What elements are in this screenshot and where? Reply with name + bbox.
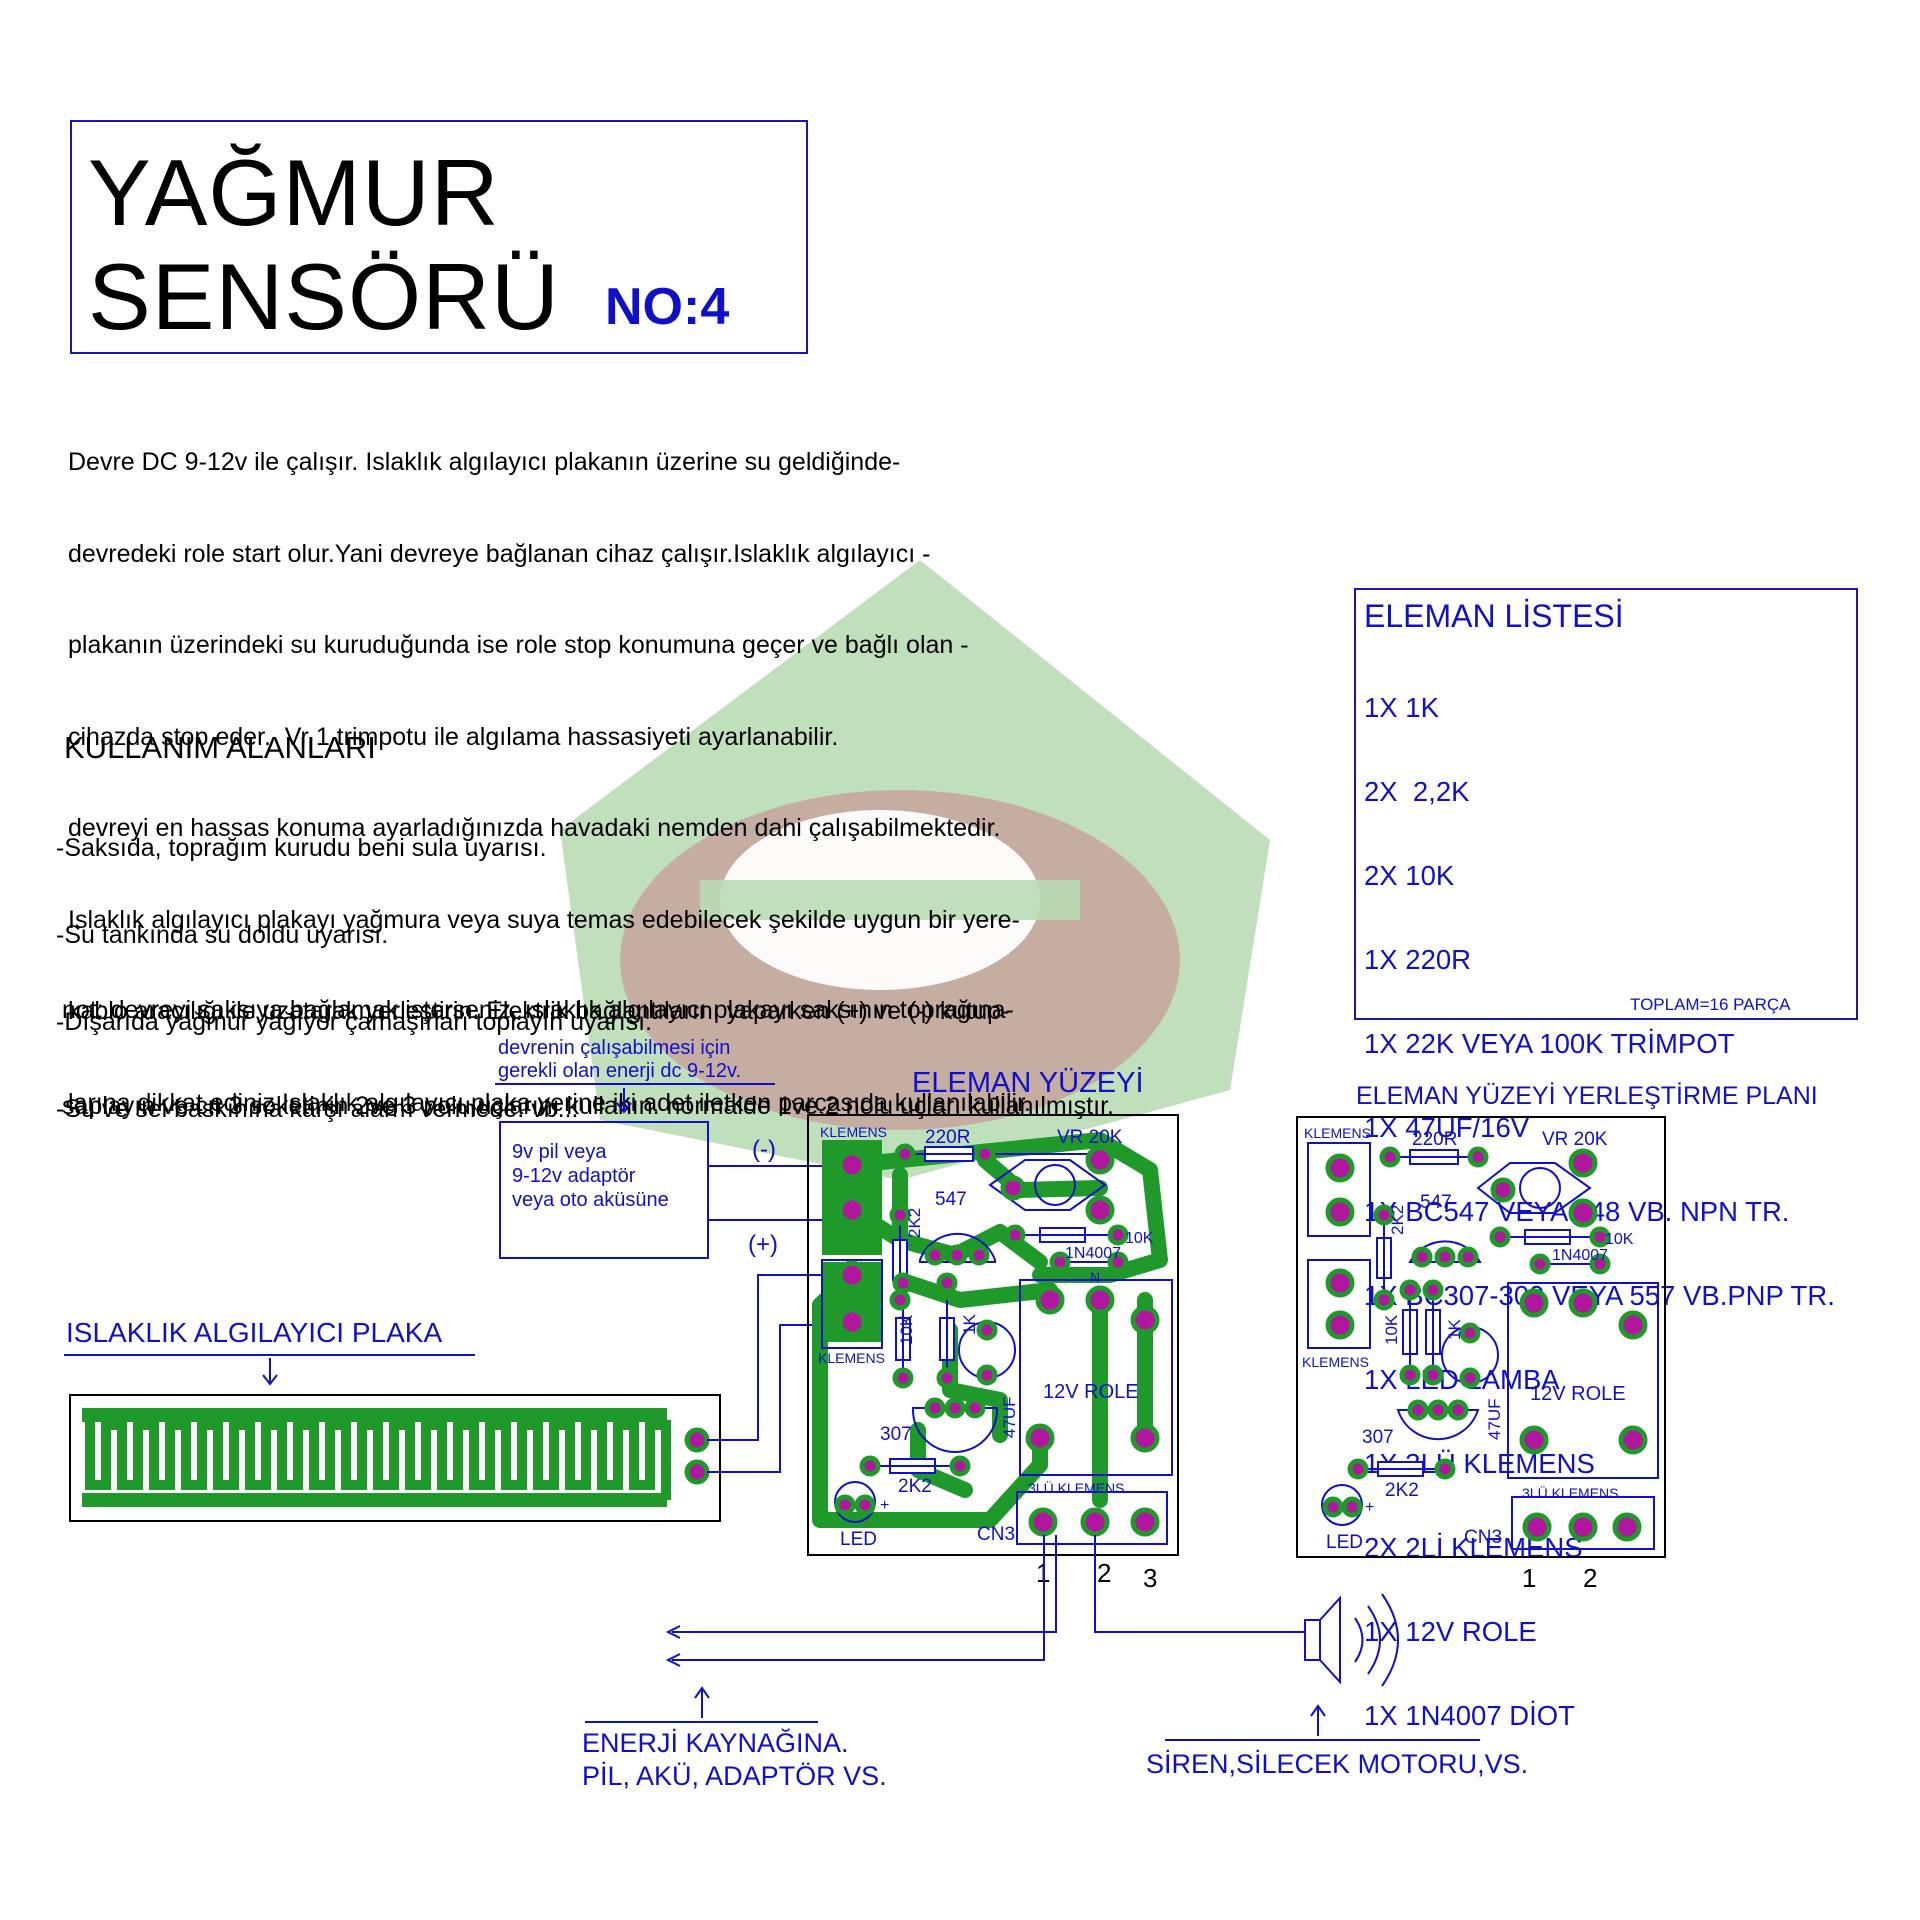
plan-label-2k2: 2K2 — [1385, 1480, 1419, 1501]
parts-item: 1X 1N4007 DİOT — [1364, 1700, 1575, 1731]
pcb-label-led: LED — [840, 1529, 877, 1550]
pcb-label-klemens: KLEMENS — [818, 1350, 885, 1366]
usage-title: KULLANIM ALANLARI — [64, 730, 376, 765]
terminal-number: 2 — [1097, 1558, 1111, 1588]
pcb-label-2k2: 2K2 — [898, 1476, 932, 1497]
pcb-label-547: 547 — [935, 1189, 967, 1210]
pcb-label-n: N — [1090, 1269, 1100, 1285]
plan-label-led: LED — [1326, 1532, 1363, 1553]
power-box-line1: 9v pil veya — [512, 1141, 607, 1163]
plan-label-47uf-vertical: 47UF — [1485, 1398, 1504, 1440]
minus-label: (-) — [752, 1136, 776, 1163]
plan-label-klemens3: 3LÜ KLEMENS — [1522, 1484, 1618, 1501]
usage-item: -Su tankında su doldu uyarısı. — [56, 921, 389, 949]
plan-label-220r: 220R — [1412, 1129, 1457, 1150]
pcb-label-plus: + — [880, 1497, 889, 1514]
terminal-number: 2 — [1583, 1563, 1597, 1593]
arrow-head — [616, 1102, 632, 1114]
plan-label-547: 547 — [1420, 1192, 1452, 1213]
pcb-label-10k: 10K — [1125, 1230, 1154, 1247]
usage-item: -Su ve sel baskınına karşı alarm vermede… — [56, 1095, 579, 1123]
usage-item: -Dışarıda yağmur yağıyor çamaşırları top… — [56, 1008, 653, 1036]
usage-list: -Saksıda, toprağım kurudu beni sula uyar… — [56, 776, 652, 1153]
parts-item: 2X 10K — [1364, 860, 1455, 891]
description: Devre DC 9-12v ile çalışır. Islaklık alg… — [68, 386, 1368, 1149]
pcb-label-220r: 220R — [925, 1127, 970, 1148]
pcb-label-klemens: KLEMENS — [820, 1124, 887, 1140]
plan-label-10k-vertical: 10K — [1382, 1314, 1401, 1345]
parts-item: 1X 1K — [1364, 692, 1439, 723]
siren-label: SİREN,SİLECEK MOTORU,VS. — [1146, 1748, 1528, 1779]
usage-item: -Saksıda, toprağım kurudu beni sula uyar… — [56, 834, 547, 862]
plan-label-10k: 10K — [1605, 1231, 1634, 1248]
power-source-box — [499, 1121, 709, 1259]
plan-label-1k-vertical: 1K — [1445, 1319, 1464, 1340]
note: not: devreyi saksıya bağlamak isterseniz… — [62, 930, 1114, 1154]
note-line: not: devreyi saksıya bağlamak isterseniz… — [62, 996, 1014, 1024]
pcb-label-cn3: CN3 — [977, 1524, 1015, 1545]
plus-label: (+) — [748, 1231, 778, 1258]
power-box-line3: veya oto aküsüne — [512, 1189, 669, 1211]
plan-label-plus: + — [1365, 1499, 1374, 1516]
description-line: Devre DC 9-12v ile çalışır. Islaklık alg… — [68, 448, 901, 476]
parts-item: 1X 22K VEYA 100K TRİMPOT — [1364, 1028, 1735, 1059]
pcb-layout-plan: KLEMENS KLEMENS 220R VR 20K 547 10K 1N40… — [1296, 1116, 1666, 1558]
power-note-line1: devrenin çalışabilmesi için — [498, 1037, 730, 1059]
parts-item: 1X BC547 VEYA 548 VB. NPN TR. — [1364, 1196, 1790, 1227]
parts-item: 1X 12V ROLE — [1364, 1616, 1537, 1647]
description-line: devredeki role start olur.Yani devreye b… — [68, 539, 931, 568]
pcb-label-vr: VR 20K — [1057, 1127, 1123, 1148]
pcb-copper-side: KLEMENS KLEMENS 220R VR 20K 547 10K 1N40… — [807, 1114, 1179, 1556]
parts-item: 2X 2,2K — [1364, 776, 1470, 807]
speaker-icon — [1304, 1593, 1399, 1687]
title-line1: YAĞMUR — [88, 140, 500, 245]
description-line: plakanın üzerindeki su kuruduğunda ise r… — [68, 631, 969, 659]
terminal-number: 3 — [1143, 1563, 1157, 1593]
power-box-line2: 9-12v adaptör — [512, 1165, 636, 1187]
pcb-label-47uf-vertical: 47UF — [1000, 1396, 1019, 1438]
plan-label-1n4007: 1N4007 — [1552, 1247, 1608, 1264]
board-title: ELEMAN YÜZEYİ — [912, 1066, 1144, 1099]
pcb-label-1n4007: 1N4007 — [1065, 1245, 1121, 1262]
parts-total: TOPLAM=16 PARÇA — [1630, 995, 1791, 1014]
description-line: larına dikkat ediniz.Islaklık algılayıcı… — [68, 1088, 1031, 1117]
plan-label-cn3: CN3 — [1464, 1527, 1502, 1548]
title-line2: SENSÖRÜ — [88, 244, 560, 349]
pcb-label-307: 307 — [880, 1424, 912, 1445]
parts-item: 1X 220R — [1364, 944, 1472, 975]
parts-list-box — [1354, 588, 1858, 1020]
description-line: cihazda stop eder. Vr 1 trimpotu ile alg… — [68, 722, 839, 751]
description-line: kablo aracılığı ile uzatarak yerleştirin… — [68, 997, 1010, 1025]
plan-label-klemens: KLEMENS — [1302, 1354, 1369, 1370]
sensor-pad — [684, 1427, 710, 1453]
terminal-number: 1 — [1522, 1563, 1536, 1593]
pcb-label-2k2-vertical: 2K2 — [905, 1208, 924, 1238]
power-note-line2: gerekli olan enerji dc 9-12v. — [498, 1060, 741, 1082]
parts-list-title: ELEMAN LİSTESİ — [1364, 598, 1624, 634]
title-number: NO:4 — [605, 278, 730, 336]
sensor-plate — [69, 1394, 721, 1522]
plan-label-klemens: KLEMENS — [1304, 1125, 1371, 1141]
energy-label-line2: PİL, AKÜ, ADAPTÖR VS. — [582, 1760, 887, 1791]
pcb-label-relay: 12V ROLE — [1043, 1381, 1139, 1403]
pcb-label-1k-vertical: 1K — [960, 1314, 979, 1335]
pcb-label-10k-vertical: 10K — [897, 1314, 916, 1345]
pcb-label-klemens3: 3LÜ KLEMENS — [1028, 1479, 1124, 1496]
description-line: Islaklık algılayıcı plakayı yağmura veya… — [68, 905, 1020, 934]
title-box — [70, 120, 808, 354]
plan-label-relay: 12V ROLE — [1530, 1383, 1626, 1405]
plan-label-vr: VR 20K — [1542, 1129, 1608, 1150]
layout-title: ELEMAN YÜZEYİ YERLEŞTİRME PLANI — [1356, 1081, 1818, 1110]
sensor-pad — [684, 1459, 710, 1485]
sensor-label: ISLAKLIK ALGILAYICI PLAKA — [66, 1317, 442, 1348]
sensor-comb — [82, 1408, 671, 1507]
parts-item: 1X 47UF/16V — [1364, 1112, 1530, 1143]
description-line: devreyi en hassas konuma ayarladığınızda… — [68, 814, 1001, 842]
plan-label-307: 307 — [1362, 1427, 1394, 1448]
plan-label-2k2-vertical: 2K2 — [1388, 1205, 1407, 1235]
energy-label-line1: ENERJİ KAYNAĞINA. — [582, 1727, 849, 1758]
